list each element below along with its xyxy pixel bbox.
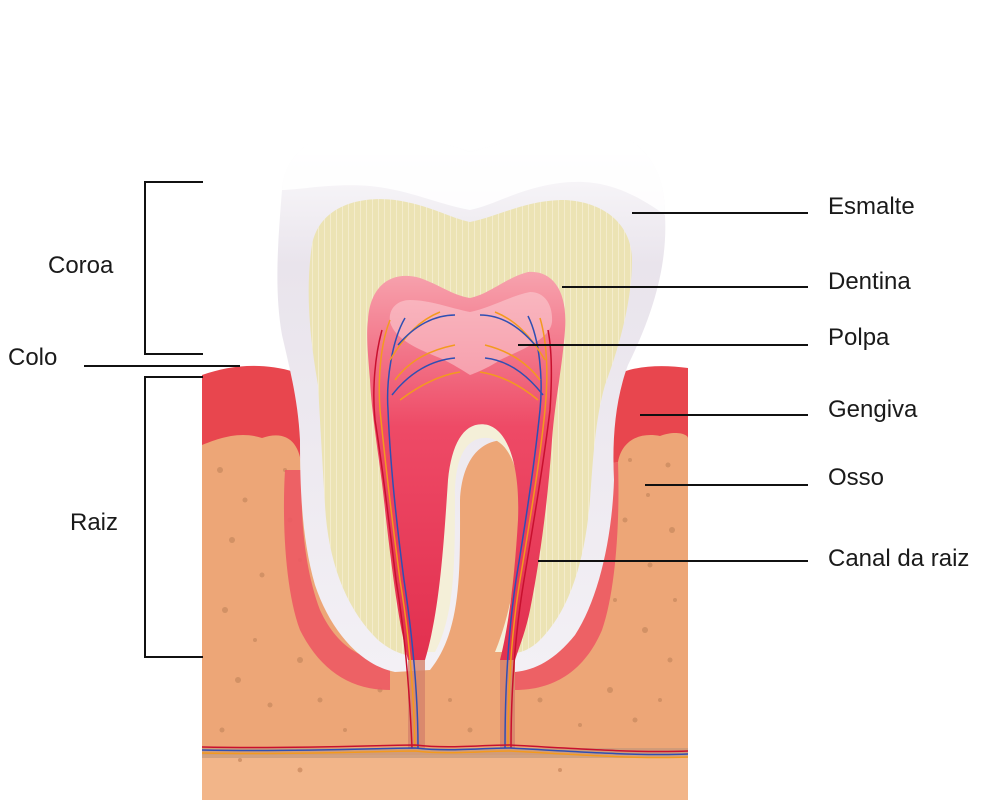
- root-label: Raiz: [70, 509, 118, 536]
- gum-region: [202, 365, 322, 470]
- bone-label: Osso: [828, 464, 884, 491]
- dentin-label: Dentina: [828, 268, 911, 295]
- root-canal-label: Canal da raiz: [828, 545, 969, 572]
- pulp-label: Polpa: [828, 324, 890, 351]
- gum-label: Gengiva: [828, 396, 918, 423]
- nerves-and-vessels: [201, 311, 689, 759]
- crown-bracket: [144, 181, 203, 355]
- root-bracket: [144, 376, 203, 658]
- crown-label: Coroa: [48, 252, 114, 279]
- neck-label: Colo: [8, 344, 57, 371]
- enamel-label: Esmalte: [828, 193, 915, 220]
